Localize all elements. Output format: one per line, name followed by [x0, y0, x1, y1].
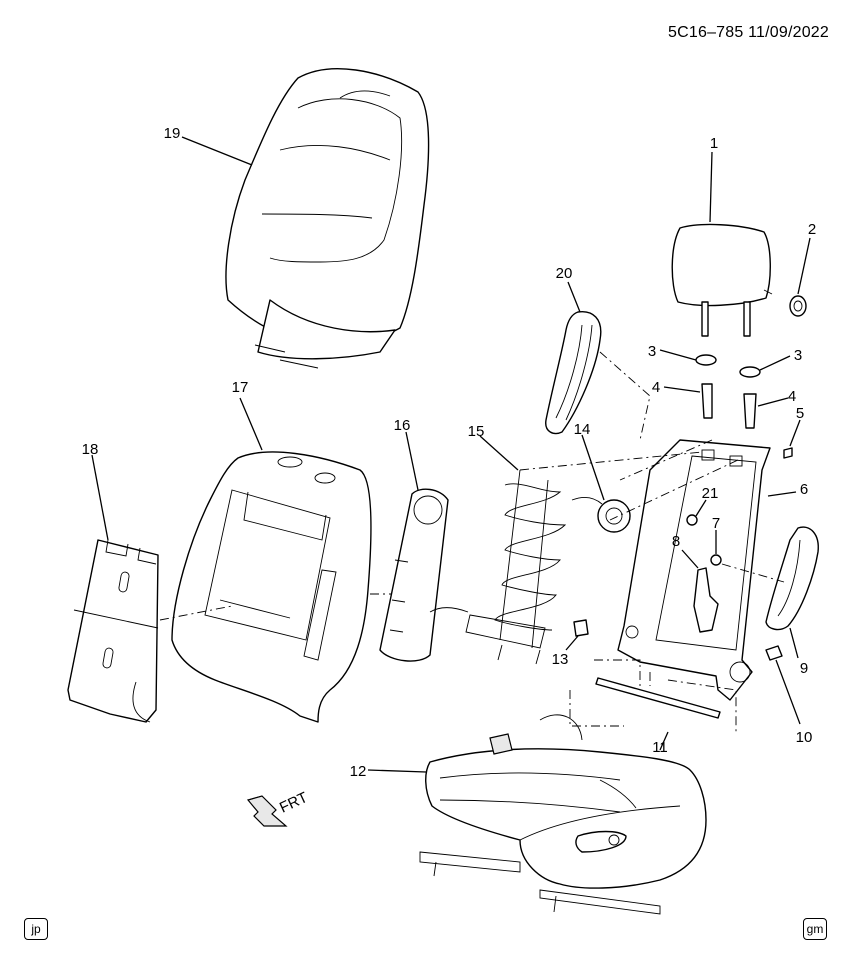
part-3-bezels [695, 354, 761, 378]
callout-19: 19 [164, 125, 181, 142]
callout-7: 7 [712, 515, 720, 532]
part-21-nut [686, 514, 698, 526]
part-20-side-trim [545, 311, 602, 435]
callout-8: 8 [672, 533, 680, 550]
callout-2: 2 [808, 221, 816, 238]
callout-3-right: 3 [794, 347, 802, 364]
part-16-lumbar-plate [379, 488, 449, 662]
gm-logo-badge: gm [803, 918, 827, 940]
jp-badge: jp [24, 918, 48, 940]
callout-18: 18 [82, 441, 99, 458]
front-direction-label: FRT [277, 789, 310, 817]
part-13-bolt [573, 619, 589, 637]
callout-20: 20 [556, 265, 573, 282]
callout-4-left: 4 [652, 379, 660, 396]
diagram-reference-header: 5C16–785 11/09/2022 [668, 24, 829, 41]
callout-11: 11 [652, 739, 668, 756]
part-6-seatback-frame [617, 439, 771, 701]
callout-16: 16 [394, 417, 411, 434]
callout-1: 1 [710, 135, 718, 152]
front-direction-arrow: FRT [246, 789, 310, 827]
part-8-recliner-mechanism [693, 567, 719, 633]
callout-10: 10 [796, 729, 813, 746]
callout-15: 15 [468, 423, 485, 440]
callout-5: 5 [796, 405, 804, 422]
callout-4-right: 4 [788, 388, 796, 405]
part-5-screw [783, 447, 793, 459]
part-15-suspension-mat [429, 469, 567, 665]
part-14-lumbar-actuator [571, 497, 631, 533]
callout-17: 17 [232, 379, 249, 396]
part-12-seat-cushion [419, 714, 707, 915]
callout-12: 12 [350, 763, 367, 780]
callout-9: 9 [800, 660, 808, 677]
part-17-seatback-pad [171, 451, 372, 723]
callout-14: 14 [574, 421, 591, 438]
callout-13: 13 [552, 651, 569, 668]
callout-21: 21 [702, 485, 719, 502]
callout-6: 6 [800, 481, 808, 498]
part-9-outboard-panel [765, 526, 819, 631]
part-10-bolt [765, 645, 783, 661]
part-2-guide-cap [789, 295, 807, 317]
part-19-seatback-cover [225, 68, 430, 369]
callout-3-left: 3 [648, 343, 656, 360]
part-1-headrest [671, 223, 773, 337]
part-11-harness-strip [569, 659, 737, 734]
part-18-rear-panel [67, 539, 159, 723]
part-4-guides [701, 383, 757, 429]
part-7-nut [710, 554, 722, 566]
